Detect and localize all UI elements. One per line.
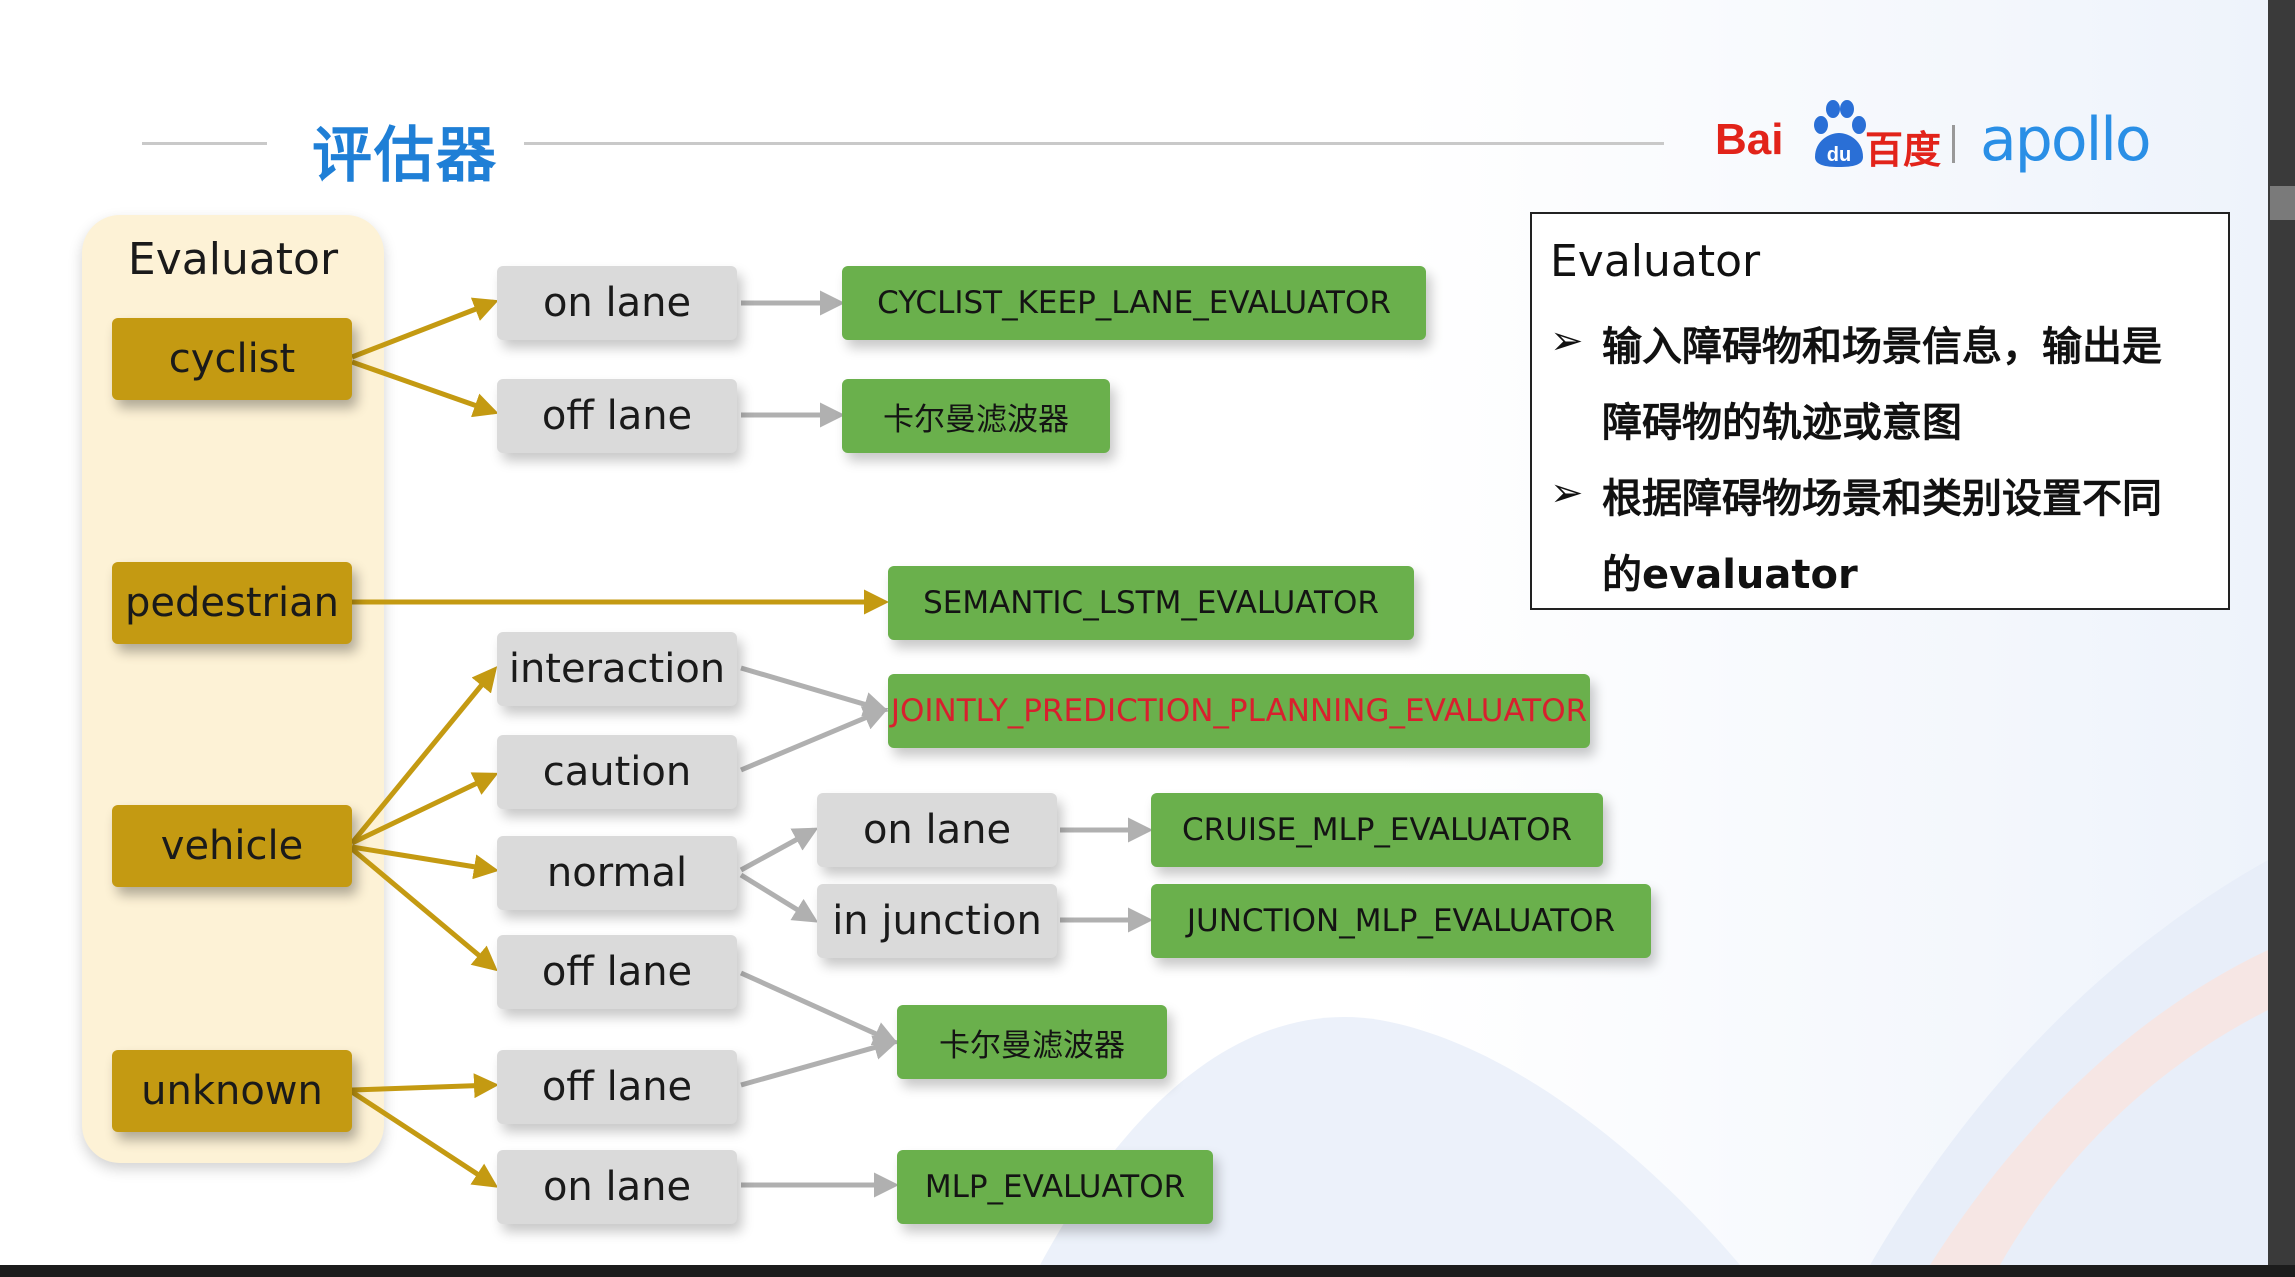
evaluator-mlp: MLP_EVALUATOR (897, 1150, 1213, 1224)
evaluator-cruise-mlp: CRUISE_MLP_EVALUATOR (1151, 793, 1603, 867)
logo-apollo-text: apollo (1980, 105, 2152, 175)
page-title: 评估器 (312, 121, 498, 191)
condition-unknown-on-lane: on lane (497, 1150, 737, 1224)
condition-vehicle-interaction: interaction (497, 632, 737, 706)
bottom-bar (0, 1265, 2295, 1277)
evaluator-cyclist-keep-lane: CYCLIST_KEEP_LANE_EVALUATOR (842, 266, 1426, 340)
arrow-interaction-jointly (740, 665, 889, 717)
arrow-vehicle-off-lane (350, 847, 498, 972)
arrow-caution-jointly (740, 706, 889, 773)
evaluator-junction-mlp: JUNCTION_MLP_EVALUATOR (1151, 884, 1651, 958)
logo-separator (1952, 125, 1955, 163)
title-rule-left (142, 142, 267, 145)
arrow-normal-on-lane (739, 827, 819, 873)
arrow-unknown-on-lane (350, 1089, 499, 1188)
condition-unknown-off-lane: off lane (497, 1050, 737, 1124)
background-decoration (1040, 0, 2268, 1265)
evaluator-jointly-prediction-planning: JOINTLY_PREDICTION_PLANNING_EVALUATOR (888, 674, 1590, 748)
condition-cyclist-off-lane: off lane (497, 379, 737, 453)
title-rule-right (524, 142, 1664, 145)
condition-vehicle-normal: normal (497, 836, 737, 910)
bullet-2-line-2: 的evaluator (1602, 552, 1858, 598)
arrow-cyclist-off-lane (351, 359, 499, 418)
category-cyclist: cyclist (112, 318, 352, 400)
baidu-paw-icon: du (1814, 100, 1866, 167)
right-scrollbar[interactable] (2268, 0, 2295, 1277)
bullet-2-icon: ➢ (1550, 470, 1584, 516)
condition-normal-in-junction: in junction (817, 884, 1057, 958)
condition-normal-on-lane: on lane (817, 793, 1057, 867)
evaluator-semantic-lstm: SEMANTIC_LSTM_EVALUATOR (888, 566, 1414, 640)
info-box: Evaluator ➢ 输入障碍物和场景信息，输出是 障碍物的轨迹或意图 ➢ 根… (1530, 212, 2230, 610)
logo-bai-text: Bai (1715, 115, 1784, 164)
category-pedestrian: pedestrian (112, 562, 352, 644)
svg-text:du: du (1827, 144, 1851, 166)
bullet-2-line-1: 根据障碍物场景和类别设置不同 (1602, 476, 2162, 522)
condition-cyclist-on-lane: on lane (497, 266, 737, 340)
arrow-unknown-off-lane-kalman (740, 1035, 899, 1088)
bullet-1-icon: ➢ (1550, 318, 1584, 364)
connector-arrows (350, 290, 1153, 1198)
condition-vehicle-off-lane: off lane (497, 935, 737, 1009)
arrow-vehicle-caution (350, 772, 499, 846)
arrow-vehicle-interaction (350, 666, 498, 845)
arrow-unknown-off-lane (351, 1073, 499, 1099)
panel-title: Evaluator (127, 234, 339, 285)
arrow-cyclist-on-lane (351, 297, 499, 360)
category-unknown: unknown (112, 1050, 352, 1132)
evaluator-kalman-filter-1: 卡尔曼滤波器 (842, 379, 1110, 453)
arrow-normal-in-junction (739, 872, 819, 923)
bullet-1-line-1: 输入障碍物和场景信息，输出是 (1602, 324, 2162, 370)
arrow-vehicle-off-lane-kalman (739, 970, 899, 1046)
category-vehicle: vehicle (112, 805, 352, 887)
info-heading: Evaluator (1550, 236, 1761, 287)
baidu-apollo-logo: Bai du 百度 apollo (1715, 95, 2165, 175)
evaluator-kalman-filter-2: 卡尔曼滤波器 (897, 1005, 1167, 1079)
slide: 评估器 Bai du 百度 apollo Evaluator (0, 0, 2268, 1265)
bullet-1-line-2: 障碍物的轨迹或意图 (1602, 400, 1962, 446)
scrollbar-thumb[interactable] (2270, 186, 2295, 220)
condition-vehicle-caution: caution (497, 735, 737, 809)
logo-baidu-text: 百度 (1865, 128, 1942, 172)
arrow-vehicle-normal (351, 844, 499, 880)
